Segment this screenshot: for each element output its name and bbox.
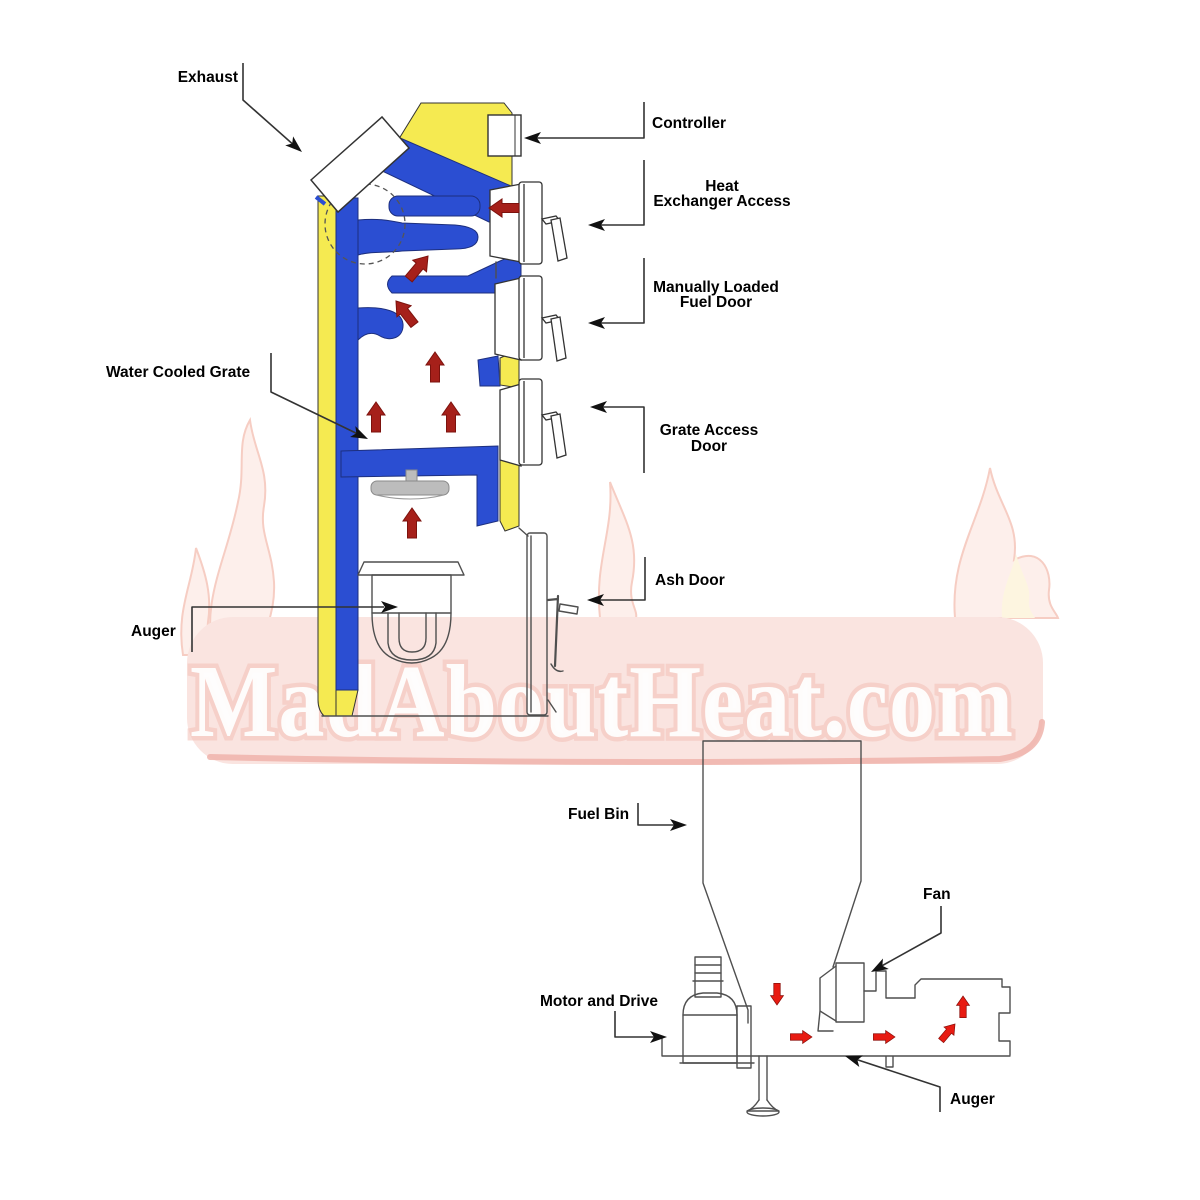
flame-inner-tongue (1001, 554, 1035, 618)
exhaust-stub (309, 115, 411, 265)
label-grate-access-line2: Door (691, 438, 727, 455)
label-heat-exchanger-line2: Exchanger Access (653, 193, 790, 210)
controller-box (487, 114, 522, 157)
burner-pot-flange (357, 561, 465, 576)
watermark-flame-logo: MadAboutHeat.com MadAboutHeat.com (180, 416, 1060, 766)
leader-ash-door (593, 557, 646, 601)
air-diffuser (370, 469, 450, 500)
fuel-feed-system (661, 740, 1011, 1117)
exhaust-duct-dashed-arc (324, 183, 406, 265)
label-auger-bottom: Auger (950, 1091, 995, 1108)
leader-heat-exchanger (594, 160, 645, 226)
label-water-cooled-grate: Water Cooled Grate (106, 364, 250, 381)
label-fuel-door-line1: Manually Loaded (653, 279, 779, 296)
callout-labels: Exhaust Controller Heat Exchanger Access… (106, 69, 995, 1108)
leader-auger-bottom (851, 1057, 941, 1112)
label-heat-exchanger-line1: Heat (705, 178, 739, 195)
support-leg (746, 1055, 780, 1117)
leader-motor (614, 1011, 660, 1038)
label-fuel-door-line2: Fuel Door (680, 294, 752, 311)
label-motor-and-drive: Motor and Drive (540, 993, 658, 1010)
ash-door-handle (546, 594, 560, 668)
label-grate-access-line1: Grate Access (660, 422, 759, 439)
label-fuel-bin: Fuel Bin (568, 806, 629, 823)
exhaust-pipe (309, 115, 411, 214)
leader-grate-access (596, 406, 645, 473)
burner-pot-body (371, 574, 452, 614)
feed-air-arrows (770, 983, 970, 1046)
boiler-line-art (321, 261, 579, 717)
label-exhaust: Exhaust (178, 69, 238, 86)
leader-fuel-bin (637, 803, 680, 826)
grate-access-door (499, 378, 567, 467)
heat-exchanger-access-door (489, 181, 568, 265)
leader-water-cooled-grate (270, 353, 363, 437)
label-auger-top: Auger (131, 623, 176, 640)
leader-controller (530, 102, 645, 139)
callout-leaders (191, 63, 942, 1112)
leader-exhaust (242, 63, 297, 148)
manual-fuel-door (494, 275, 567, 362)
leader-auger-top (191, 606, 384, 652)
fuel-bin-outline (702, 740, 862, 1024)
watermark-text: MadAboutHeat.com (190, 644, 1014, 759)
motor-outline (679, 956, 755, 1069)
leader-fan (877, 906, 942, 969)
label-fan: Fan (923, 886, 951, 903)
label-controller: Controller (652, 115, 726, 132)
exhaust-mouth (314, 195, 327, 206)
leader-fuel-door (594, 258, 645, 324)
auger-housing-outline (914, 978, 1011, 1056)
flame-tongues (180, 416, 1060, 661)
watermark-band-bottom-edge (207, 719, 1045, 766)
watermark-band (187, 617, 1043, 764)
fan-outline (817, 962, 916, 1032)
ash-door-panel (526, 532, 548, 716)
label-ash-door: Ash Door (655, 572, 725, 589)
auger-trough (661, 1037, 1011, 1068)
boiler-cross-section (309, 102, 579, 717)
